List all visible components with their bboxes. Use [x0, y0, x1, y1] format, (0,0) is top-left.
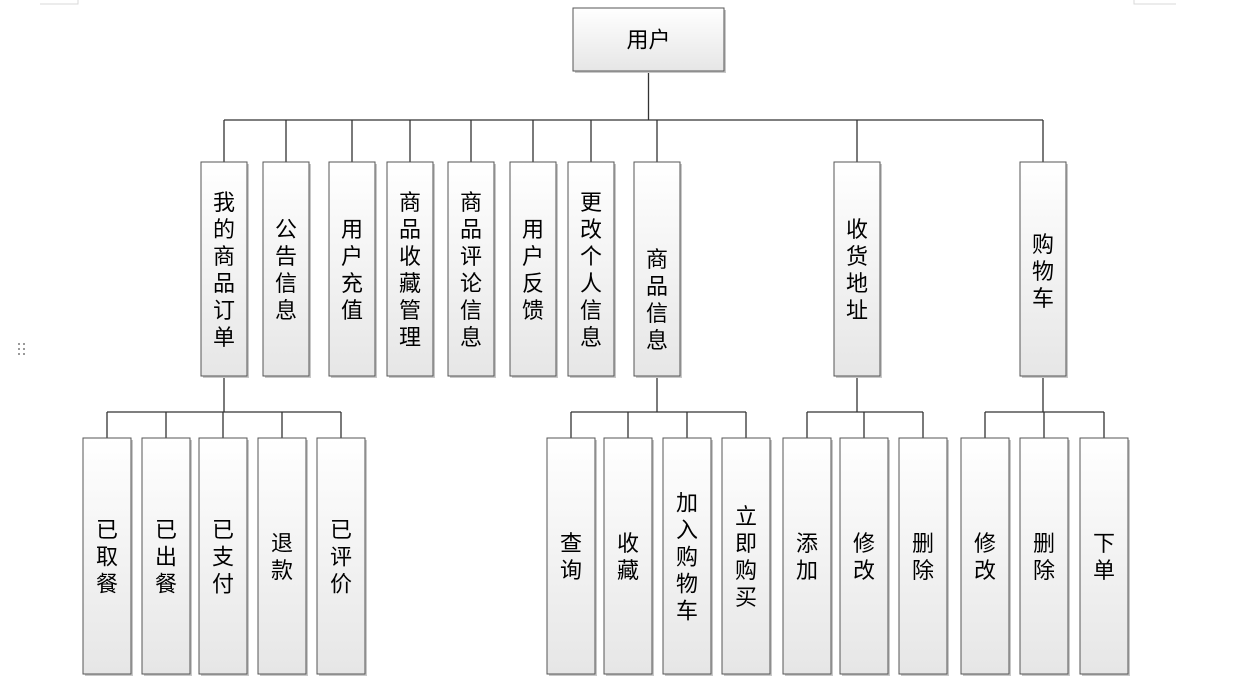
node-level1-label: 公告信息: [275, 218, 297, 324]
node-level2-order: 已取餐: [82, 437, 133, 676]
node-level1-label: 用户反馈: [522, 218, 544, 324]
node-level2-address-label: 修改: [853, 532, 875, 584]
node-level2-address: 修改: [839, 437, 890, 676]
node-level2-order-label: 已取餐: [96, 519, 118, 598]
node-level2-address: 添加: [782, 437, 833, 676]
node-level1-label: 商品评论信息: [460, 191, 482, 351]
node-level2-order-label: 已支付: [212, 519, 234, 598]
node-level2-order: 已出餐: [141, 437, 192, 676]
node-level2-goods: 查询: [546, 437, 597, 676]
node-level2-goods: 加入购物车: [662, 437, 713, 676]
node-level2-goods: 收藏: [603, 437, 654, 676]
node-level1: 用户反馈: [509, 161, 558, 378]
drag-handle-icon[interactable]: [18, 343, 25, 355]
node-level2-address-label: 添加: [796, 532, 818, 584]
node-level1: 商品评论信息: [447, 161, 496, 378]
node-root: 用户: [572, 7, 726, 73]
node-level2-order-label: 退款: [271, 532, 293, 584]
node-level1: 用户充值: [328, 161, 377, 378]
node-level2-order: 已支付: [198, 437, 249, 676]
node-level2-order: 已评价: [316, 437, 367, 676]
node-level1-label: 收货地址: [846, 218, 868, 324]
node-level1: 公告信息: [262, 161, 311, 378]
node-level2-cart: 修改: [960, 437, 1011, 676]
node-level2-address: 删除: [898, 437, 949, 676]
node-level2-cart: 下单: [1079, 437, 1130, 676]
node-level1: 商品收藏管理: [386, 161, 435, 378]
node-level1-label: 我的商品订单: [213, 191, 235, 351]
node-level1: 更改个人信息: [567, 161, 616, 378]
node-level2-cart-label: 删除: [1033, 532, 1055, 584]
node-level2-order: 退款: [257, 437, 308, 676]
page-corner-marks: [40, 0, 1176, 5]
node-level2-cart-label: 修改: [974, 532, 996, 584]
node-level2-cart: 删除: [1019, 437, 1070, 676]
connector-lines: [106, 71, 1105, 438]
node-level2-goods-label: 立即购买: [735, 505, 757, 611]
node-level2-goods-label: 查询: [560, 532, 582, 584]
node-level1: 购物车: [1019, 161, 1068, 378]
node-level2-order-label: 已出餐: [155, 519, 177, 598]
node-level1-label: 商品收藏管理: [399, 191, 421, 351]
node-level1-label: 购物车: [1032, 233, 1054, 312]
node-level1: 商品信息: [633, 161, 682, 378]
node-level1: 收货地址: [833, 161, 882, 378]
node-root-label: 用户: [626, 29, 670, 54]
node-level2-goods: 立即购买: [721, 437, 772, 676]
node-level2-address-label: 删除: [912, 532, 934, 584]
node-level2-cart-label: 下单: [1093, 532, 1115, 584]
node-level1-label: 用户充值: [341, 218, 363, 324]
node-level1-label: 更改个人信息: [580, 191, 602, 351]
node-level1: 我的商品订单: [200, 161, 249, 378]
node-level1-label: 商品信息: [646, 248, 668, 354]
node-level2-goods-label: 加入购物车: [676, 492, 698, 625]
node-level2-goods-label: 收藏: [617, 532, 639, 584]
node-level2-order-label: 已评价: [330, 519, 352, 598]
